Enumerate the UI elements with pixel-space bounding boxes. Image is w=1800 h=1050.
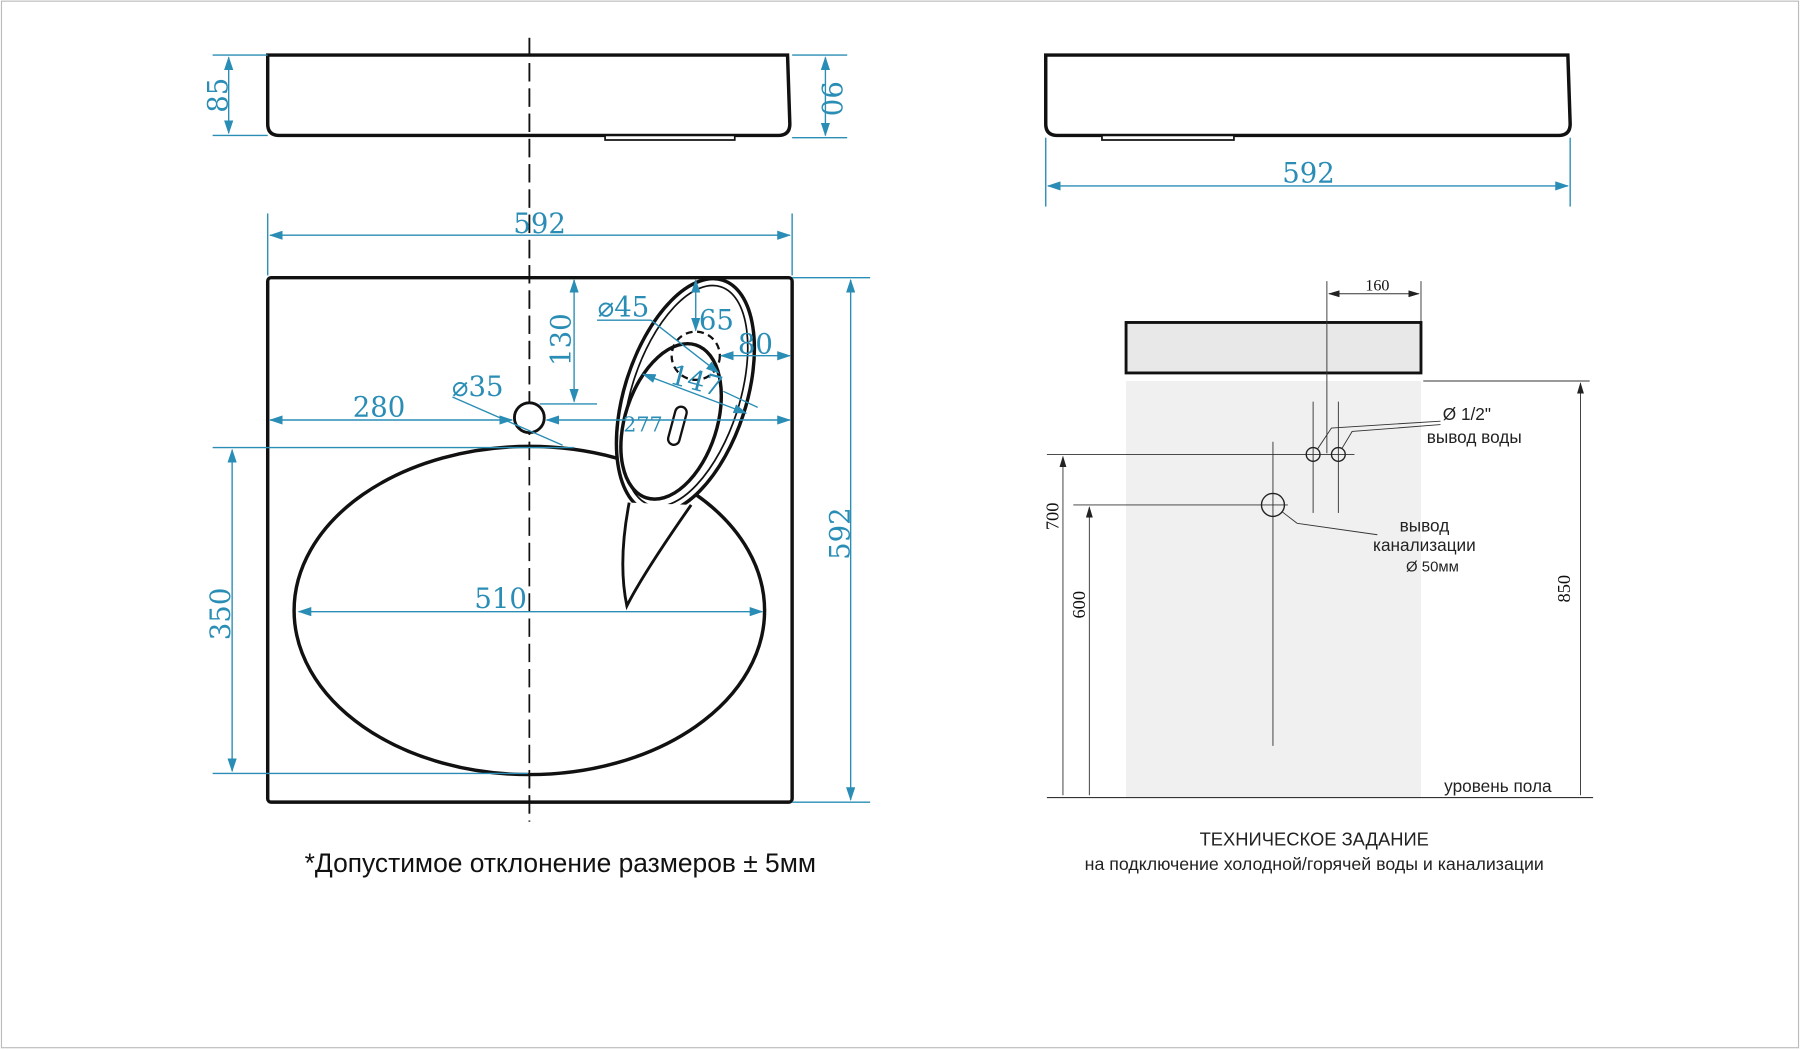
side-width-592-label: 592 (1282, 157, 1335, 189)
left-side-view: 85 90 (203, 53, 848, 141)
water-pipe-diameter: Ø 1/2" (1443, 404, 1491, 424)
right-side-view: 592 (1044, 53, 1572, 207)
width-592-label: 592 (513, 208, 566, 240)
tap-to-back-130-label: 130 (546, 313, 578, 366)
spec-title: ТЕХНИЧЕСКОЕ ЗАДАНИЕ (1200, 829, 1429, 850)
water-height-700-label: 700 (1042, 503, 1062, 531)
cold-water-outlet (1305, 446, 1321, 462)
left-plan-view: 592 592 350 510 280 ⌀35 130 ⌀45 65 80 14… (205, 37, 871, 822)
sewer-label-2: канализации (1373, 535, 1476, 555)
water-outlet-label: вывод воды (1427, 427, 1522, 447)
spec-subtitle: на подключение холодной/горячей воды и к… (1085, 854, 1544, 874)
overflow-to-side-80-label: 80 (738, 328, 773, 360)
tolerance-note: *Допустимое отклонение размеров ± 5мм (305, 848, 816, 878)
bowl-offset-350-label: 350 (205, 588, 237, 641)
overflow-to-back-65-label: 65 (699, 304, 734, 336)
hot-water-outlet (1330, 446, 1346, 462)
sewer-height-600-label: 600 (1069, 591, 1089, 619)
sewer-outlet (1260, 492, 1286, 518)
sink-height-850-label: 850 (1554, 575, 1574, 603)
shelf-length-277-label: 277 (623, 412, 662, 436)
wall-area (1126, 380, 1421, 798)
tap-offset-280-label: 280 (353, 392, 406, 424)
tap-diameter-label: ⌀35 (452, 371, 504, 403)
shelf-tail (621, 502, 693, 611)
installation-view: 160 Ø 1/2" вывод воды вывод канализации … (1042, 277, 1594, 799)
sewer-diameter: Ø 50мм (1406, 559, 1459, 575)
sink-front (1124, 321, 1423, 375)
overflow-diameter-label: ⌀45 (598, 292, 650, 324)
floor-label: уровень пола (1444, 776, 1552, 796)
pipe-spacing-160-label: 160 (1365, 277, 1389, 294)
bowl-width-510-label: 510 (474, 583, 527, 615)
depth-592-label: 592 (825, 507, 857, 560)
tap-hole (512, 401, 546, 435)
height-85-label: 85 (203, 78, 235, 113)
sewer-label-1: вывод (1400, 515, 1450, 535)
height-90-label: 90 (815, 81, 847, 116)
